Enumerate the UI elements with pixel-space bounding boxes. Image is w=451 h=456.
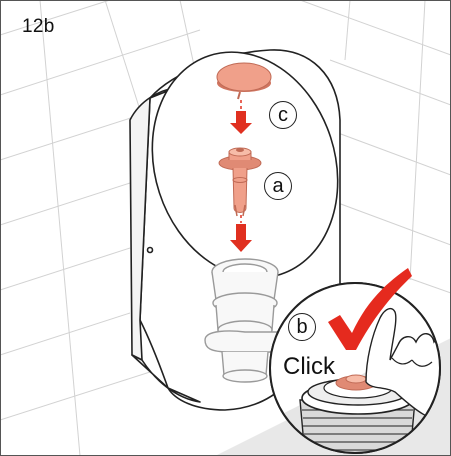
callout-b: b bbox=[288, 313, 316, 341]
step-number-label: 12b bbox=[22, 16, 55, 38]
callout-c: c bbox=[269, 101, 297, 129]
callout-a: a bbox=[264, 172, 292, 200]
click-label: Click bbox=[283, 353, 335, 381]
